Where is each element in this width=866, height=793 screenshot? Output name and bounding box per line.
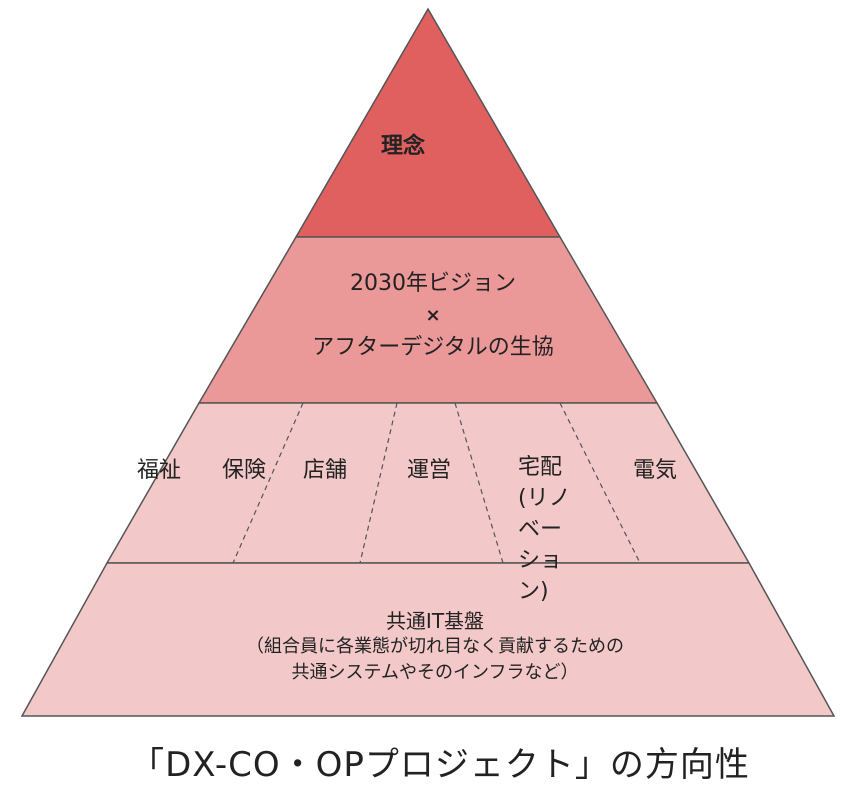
segment-takuhai-detail-3: ショ [518,548,563,573]
segment-takuhai-detail-4: ン) [518,579,549,604]
tier-base-shape [20,562,836,717]
segment-hoken: 保険 [222,458,267,483]
divider-unei-takuhai [454,402,504,564]
segment-takuhai-detail-2: ベー [518,517,563,542]
segment-denki: 電気 [633,458,678,483]
tier-base-label: 共通IT基盤 （組合員に各業態が切れ目なく貢献するための 共通システムやそのイン… [150,608,720,686]
segment-takuhai-title: 宅配 [518,455,563,480]
tier-base-line2: （組合員に各業態が切れ目なく貢献するための [246,636,624,657]
segment-fukushi: 福祉 [137,458,182,483]
segment-dividers [232,402,641,564]
divider-hoken-tenpo [232,402,304,564]
tier-top-label: 理念 [380,134,425,159]
tier-second-line3: アフターデジタルの生協 [312,335,554,360]
segment-tenpo: 店舗 [303,458,348,483]
diagram-caption: 「DX-CO・OPプロジェクト」の方向性 [130,745,750,785]
tier-top-shape [294,7,562,238]
tier-base-line3: 共通システムやそのインフラなど） [291,662,579,683]
tier-second-label: 2030年ビジョン × アフターデジタルの生協 [253,268,613,364]
tier-second-line1: 2030年ビジョン [350,271,516,296]
segment-takuhai-detail-1: (リノ [518,486,571,511]
tier-base-line1: 共通IT基盤 [385,609,485,633]
segment-takuhai: 宅配 (リノ ベー ショ ン) [518,452,571,607]
tier-second-times: × [425,305,441,326]
divider-tenpo-unei [359,402,398,564]
segment-unei: 運営 [407,458,452,483]
divider-takuhai-denki [559,402,641,564]
